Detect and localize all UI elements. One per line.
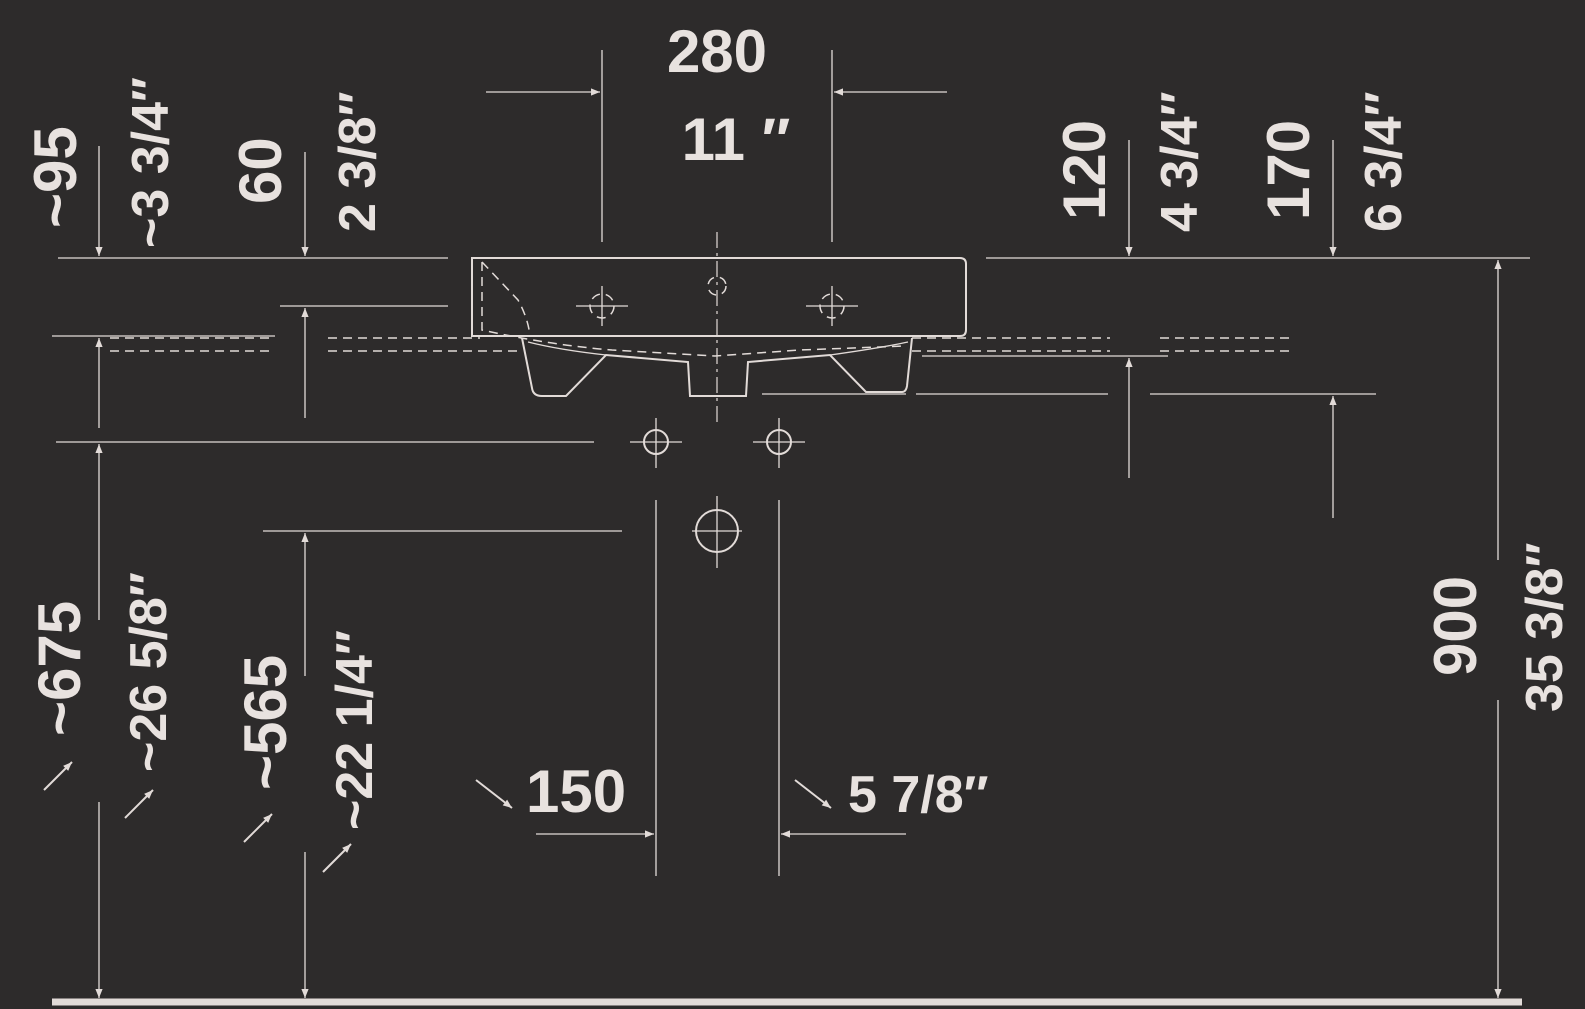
dim-waste-height-in: ~22 1/4″	[326, 630, 384, 830]
basin-rim	[471, 257, 967, 337]
basin-inner-contour	[481, 261, 906, 357]
dim-basin-depth-mm: 120	[1051, 120, 1118, 220]
waste-connection	[692, 496, 742, 568]
dim-supply-height-in: ~26 5/8″	[120, 572, 178, 772]
dim-rim-depth-mm: ~95	[22, 126, 89, 228]
dim-waste-height-mm: ~565	[232, 655, 299, 790]
supply-connection-left	[630, 418, 682, 468]
dim-supply-spacing-in: 5 7/8″	[848, 766, 989, 824]
approx-arrow-150	[475, 779, 513, 809]
supply-connection-right	[753, 418, 805, 468]
basin-bowl-outline	[521, 337, 913, 397]
dim-rim-height-in: 35 3/8″	[1516, 543, 1574, 712]
basin-bowl-inner	[527, 341, 909, 356]
dim-tap-spacing-mm: 280	[667, 18, 767, 85]
approx-arrow-565	[243, 813, 273, 843]
dim-tap-spacing-in: 11 ″	[682, 106, 791, 173]
dim-rim-depth-in: ~3 3/4″	[122, 77, 180, 248]
dim-bowl-depth-in: 6 3/4″	[1355, 91, 1413, 232]
basin	[471, 257, 967, 397]
dim-overflow-mm: 60	[227, 137, 294, 204]
tap-hole-center	[707, 276, 727, 296]
dim-basin-depth-in: 4 3/4″	[1151, 91, 1209, 232]
approx-arrow-22-1-4	[322, 843, 352, 873]
approx-arrow-675	[43, 761, 73, 791]
dim-bowl-depth-mm: 170	[1255, 120, 1322, 220]
tap-hole-right	[806, 286, 858, 326]
tap-hole-left	[576, 286, 628, 326]
dim-supply-height-mm: ~675	[26, 601, 93, 736]
dim-supply-spacing-mm: 150	[526, 758, 626, 825]
approx-arrow-26-5-8	[124, 789, 154, 819]
dim-overflow-in: 2 3/8″	[329, 91, 387, 232]
approx-arrow-5-7-8	[794, 779, 832, 809]
dim-rim-height-mm: 900	[1422, 576, 1489, 676]
